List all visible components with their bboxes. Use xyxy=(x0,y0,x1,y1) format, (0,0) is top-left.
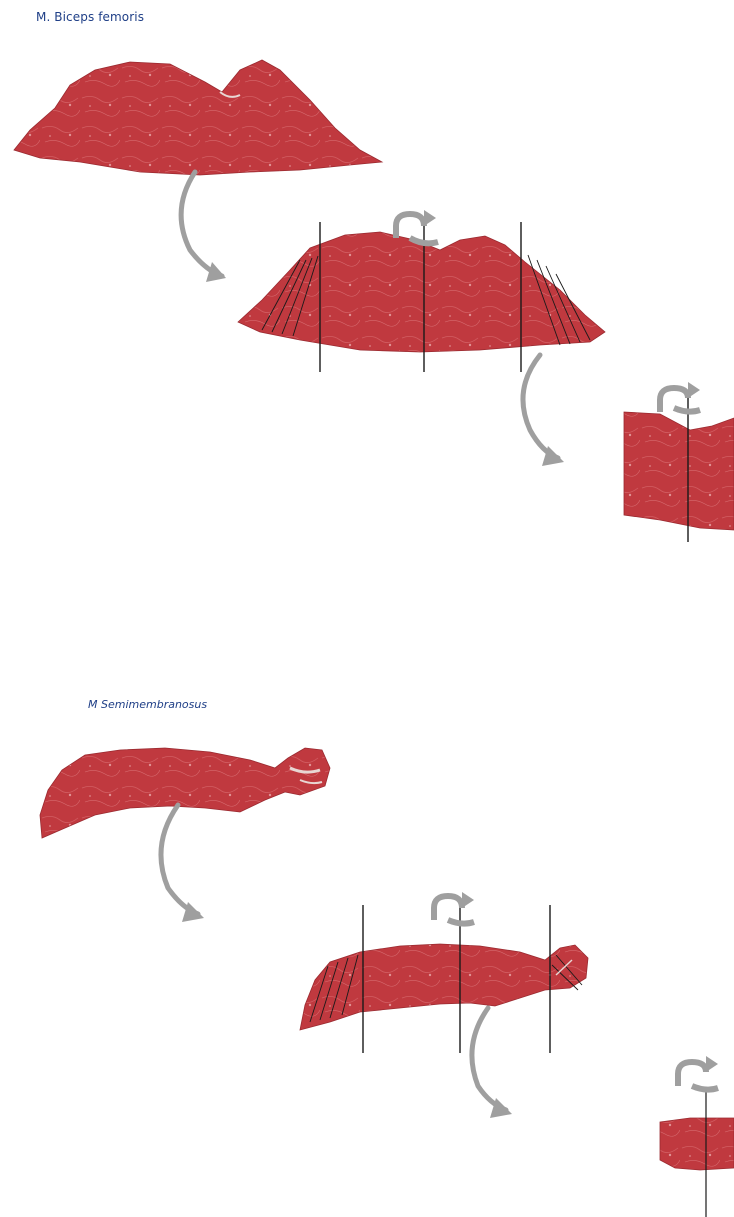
semimembranosus-sliced-cut xyxy=(660,1088,734,1217)
curved-arrow xyxy=(472,1008,512,1118)
rotate-icon xyxy=(678,1056,718,1090)
semimembranosus-trimmed-cut xyxy=(300,905,588,1053)
biceps-femoris-sliced-cut xyxy=(624,395,734,542)
semimembranosus-whole-cut xyxy=(40,748,330,838)
curved-arrow xyxy=(523,355,564,466)
rotate-icon xyxy=(434,892,474,924)
biceps-femoris-whole-cut xyxy=(14,60,382,175)
curved-arrow xyxy=(161,805,204,922)
rotate-icon xyxy=(660,382,700,412)
curved-arrow xyxy=(181,172,226,282)
